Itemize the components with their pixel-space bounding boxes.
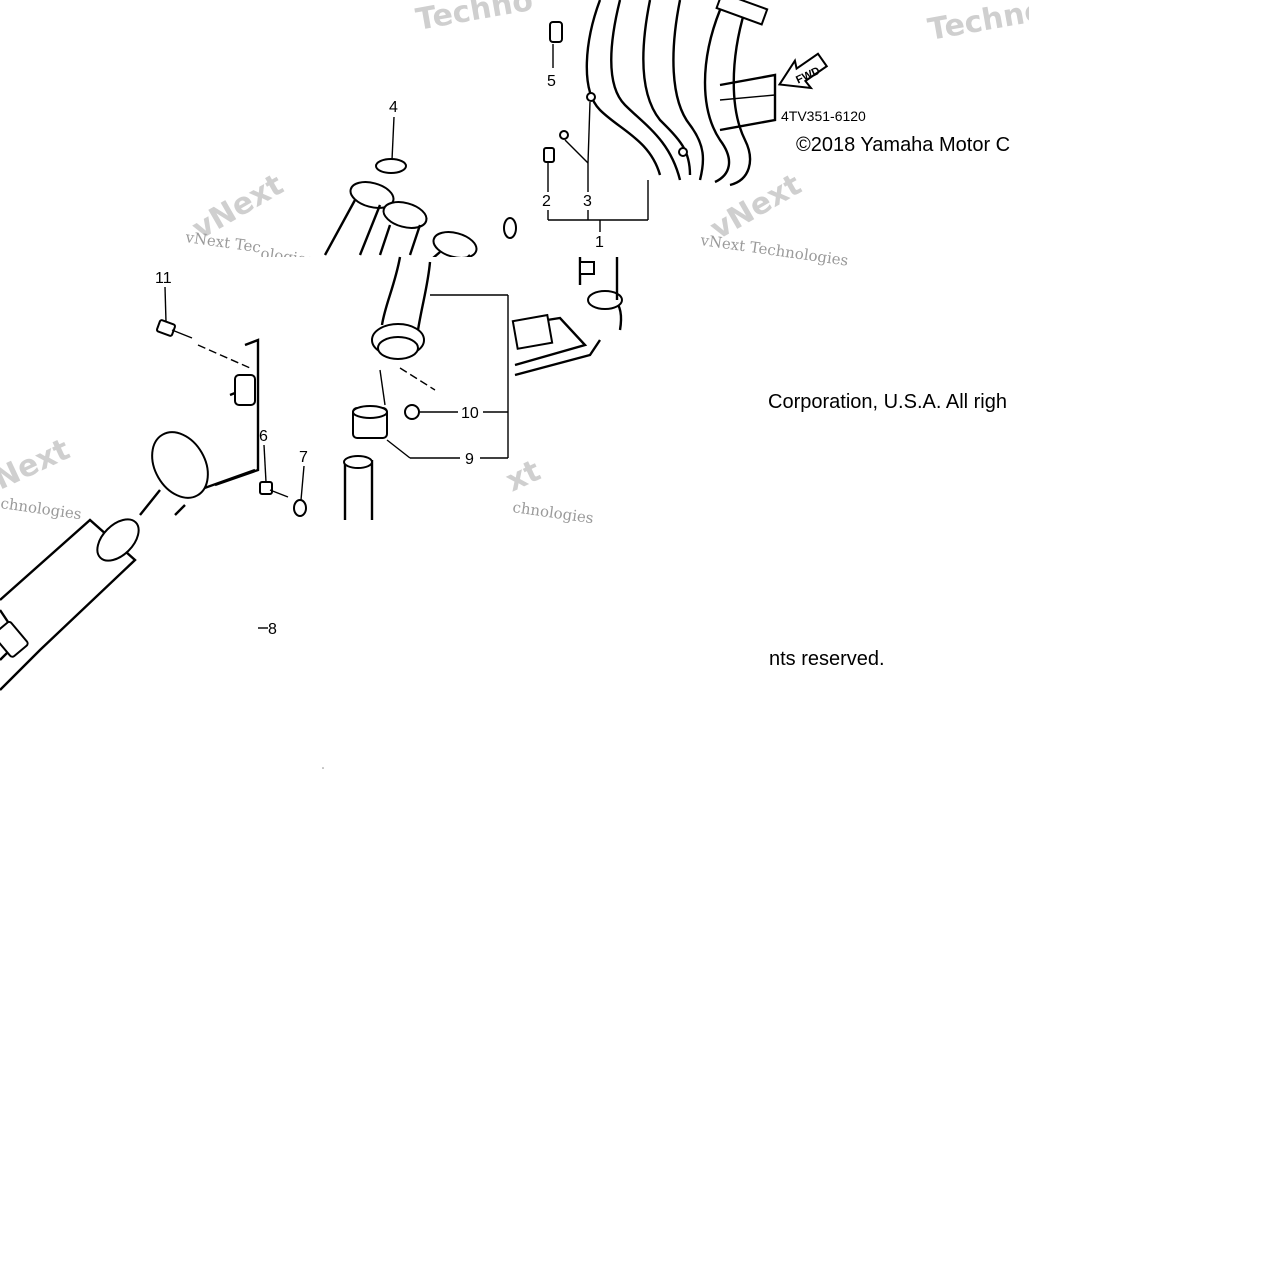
watermark-chnologies-2: chnologies: [511, 498, 594, 527]
fwd-arrow-icon: FWD: [777, 52, 829, 90]
watermark-next-1: Next: [0, 432, 75, 497]
callout-3: 3: [583, 193, 592, 210]
callout-11: 11: [155, 270, 172, 287]
watermark-techno-1: Techno: [413, 0, 535, 38]
watermark-chnologies-1: chnologies: [0, 494, 83, 523]
leader-lines: [164, 44, 649, 769]
callout-1: 1: [595, 234, 604, 251]
copyright-line-3: nts reserved.: [769, 648, 885, 670]
copyright-line-1: ©2018 Yamaha Motor C: [796, 134, 1010, 156]
connecting-pipes: [323, 158, 517, 266]
copyright-line-2: Corporation, U.S.A. All righ: [768, 391, 1007, 413]
washer-7: [293, 499, 307, 517]
callout-5: 5: [547, 73, 556, 90]
watermark-xt: xt: [501, 453, 546, 499]
bolt-6: [259, 481, 273, 495]
watermark-vnext-technologies: vNext Technologies: [698, 231, 849, 270]
right-joint-pipes: [511, 257, 623, 377]
muffler-assembly: [0, 338, 260, 691]
watermark-vnext-tec-1: vNext Tec: [183, 228, 262, 257]
callout-9: 9: [465, 451, 474, 468]
callout-2: 2: [542, 193, 551, 210]
callout-6: 6: [259, 428, 268, 445]
bolt-11: [155, 319, 177, 337]
callout-10: 10: [461, 405, 479, 422]
callout-8: 8: [268, 621, 277, 638]
exhaust-header-assembly: [543, 0, 777, 187]
center-pipe-clamp: [343, 256, 432, 520]
part-code: 4TV351-6120: [781, 108, 866, 124]
callout-4: 4: [389, 99, 398, 116]
callout-7: 7: [299, 449, 308, 466]
